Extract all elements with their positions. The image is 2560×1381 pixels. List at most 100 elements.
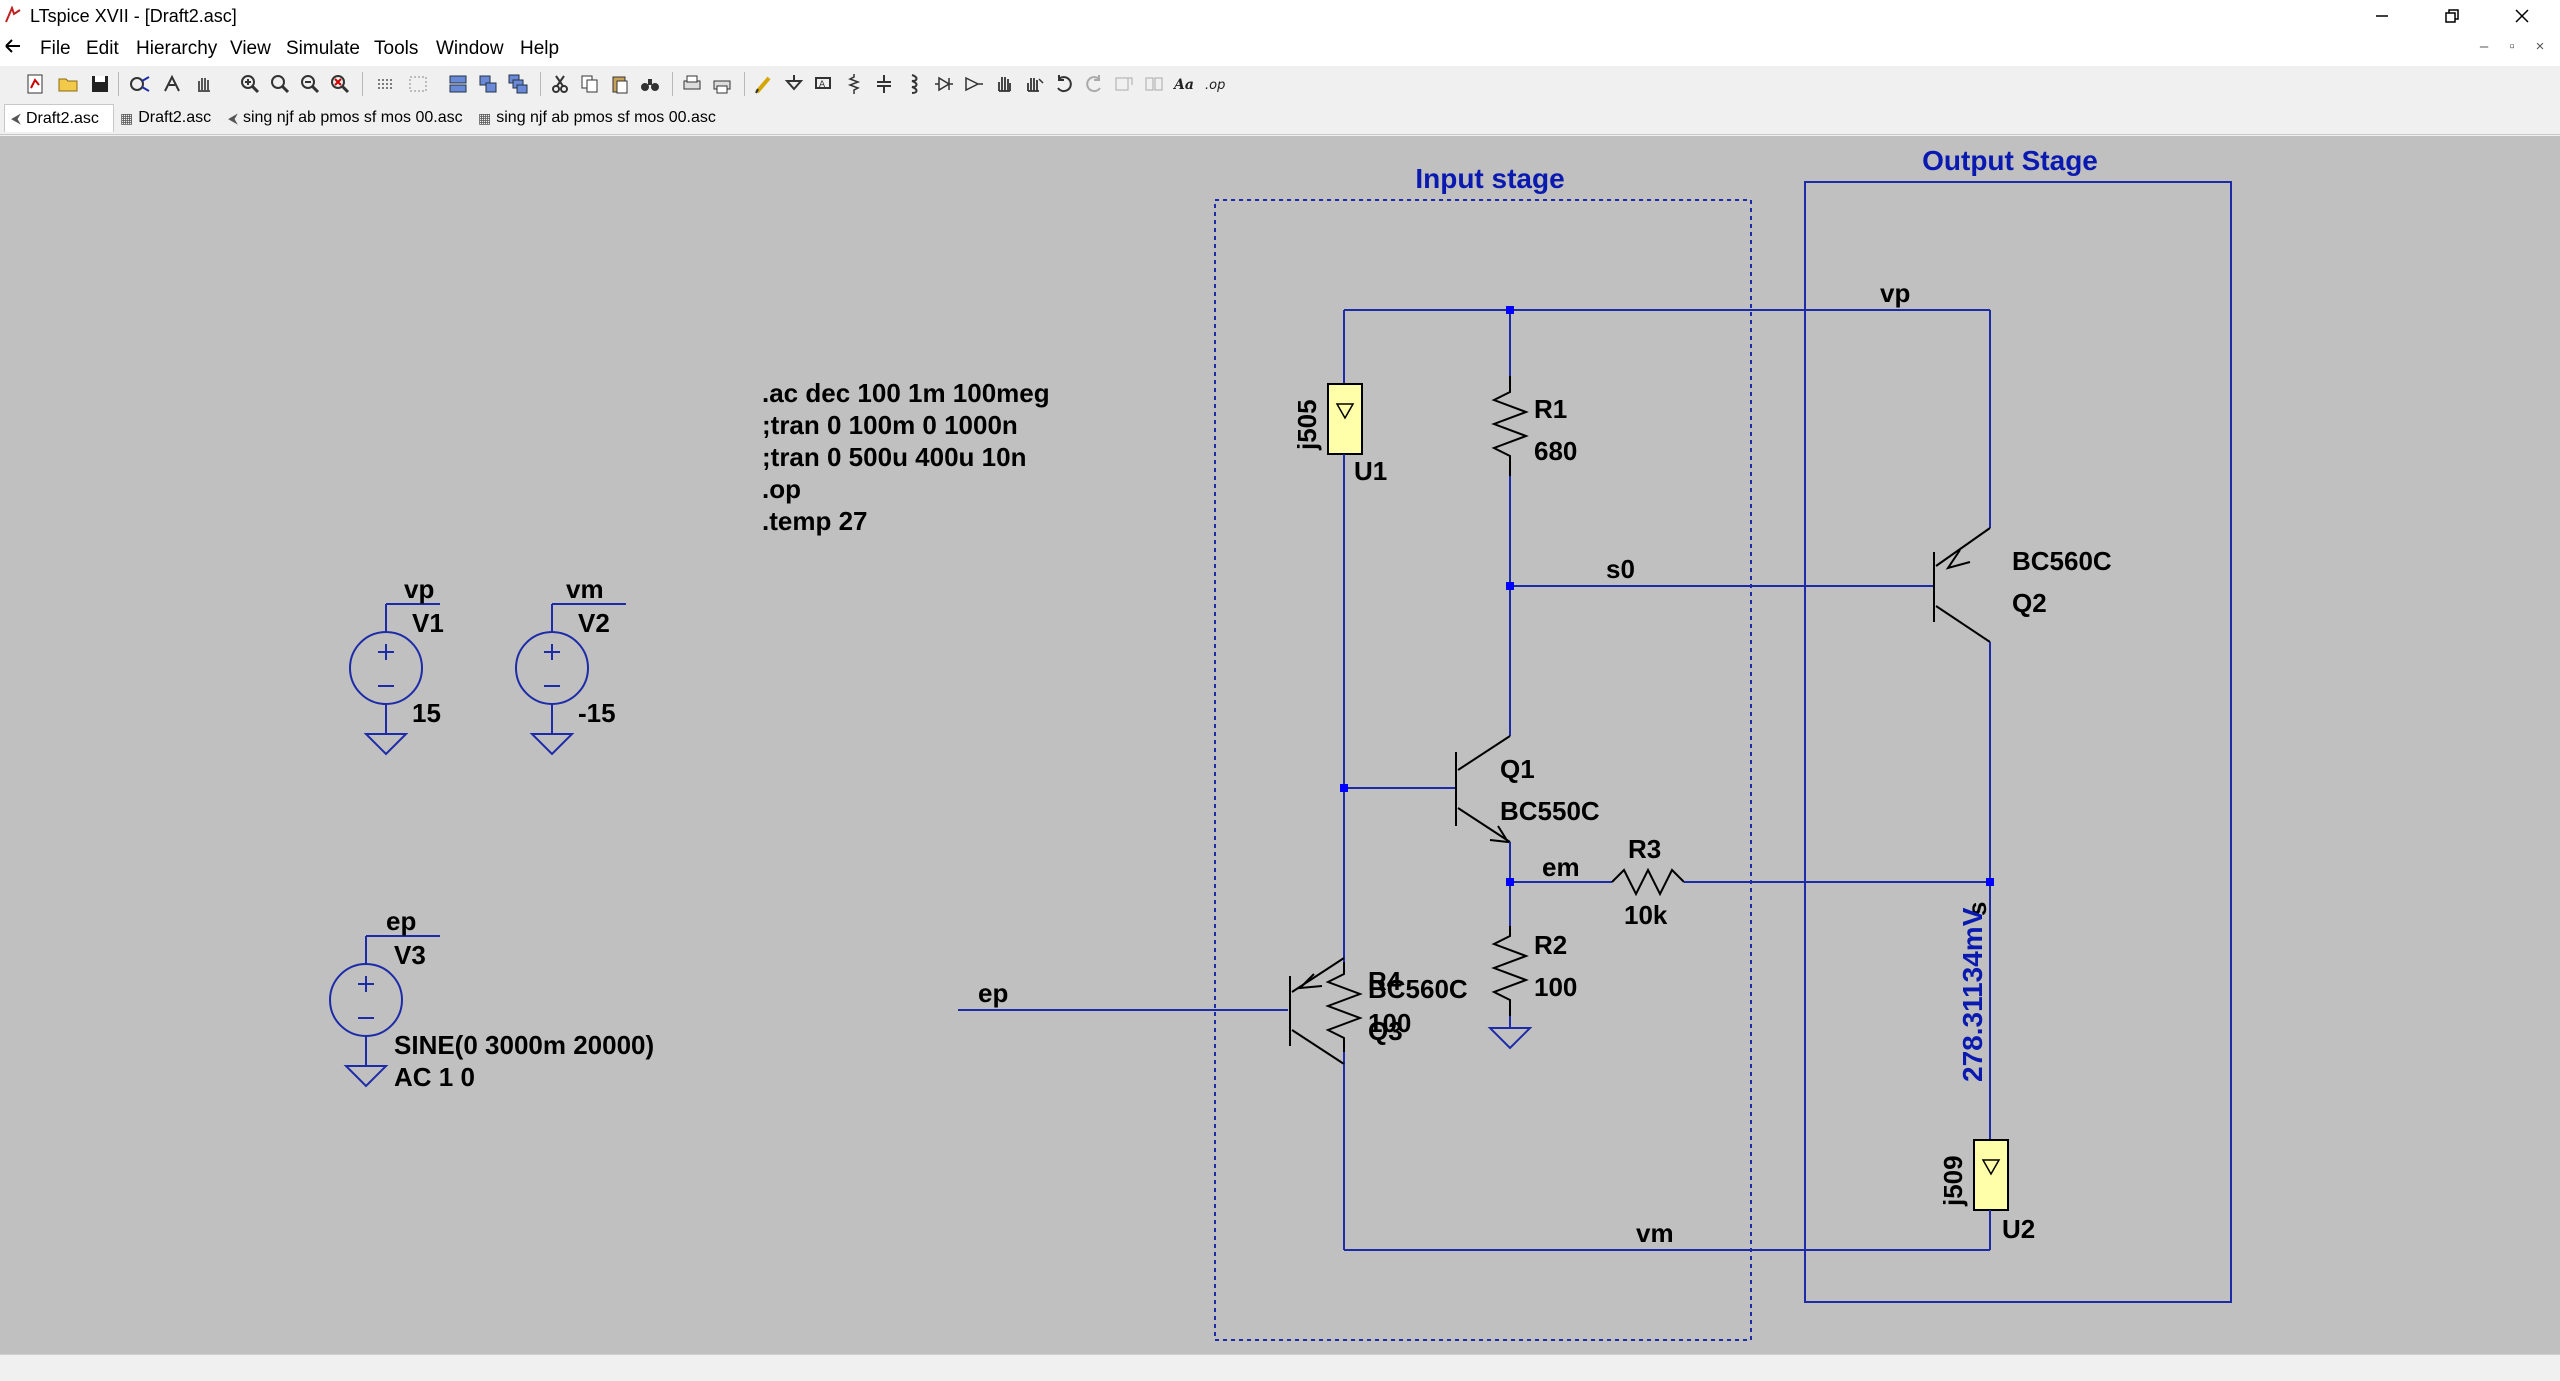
redo-icon[interactable] [1080,70,1108,98]
restore-icon[interactable] [2422,0,2482,32]
resistor-r4[interactable]: R4 100 [1325,788,1411,1096]
draw-wire-icon[interactable] [750,70,778,98]
current-source-u1[interactable]: j505 U1 [1292,383,1387,788]
r2-name: R2 [1534,930,1567,960]
menu-help[interactable]: Help [520,38,560,59]
wire-s0[interactable]: s0 [1510,554,1934,587]
print-setup-icon[interactable] [678,70,706,98]
schematic-canvas[interactable]: Input stage Output Stage .ac dec 100 1m … [0,136,2560,1354]
transistor-q1[interactable]: Q1 BC550C [1344,735,1600,882]
run-icon[interactable] [158,70,186,98]
svg-text:.op: .op [1205,78,1225,93]
menu-edit[interactable]: Edit [86,38,119,59]
directive-ac: .ac dec 100 1m 100meg [762,378,1050,408]
r1-value: 680 [1534,436,1577,466]
mdi-minimize-icon[interactable]: – [2479,38,2489,55]
tab-sing-njf-waveform[interactable]: ▦ sing njf ab pmos sf mos 00.asc [472,104,730,132]
drag-hand-icon[interactable] [1020,70,1048,98]
mdi-restore-icon[interactable]: ▫ [2509,38,2515,55]
tab-draft2-waveform[interactable]: ▦ Draft2.asc [114,104,220,132]
junction-dot [1506,582,1514,590]
ground-icon[interactable] [780,70,808,98]
copy-icon[interactable] [576,70,604,98]
svg-text:Aa: Aa [1173,77,1194,93]
mdi-close-icon[interactable]: × [2535,38,2545,55]
control-panel-icon[interactable] [126,70,154,98]
transistor-q2[interactable]: BC560C Q2 [1933,527,2112,882]
document-system-icon[interactable] [4,36,24,62]
find-binoculars-icon[interactable] [636,70,664,98]
zoom-fit-icon[interactable] [326,70,354,98]
mirror-icon[interactable] [1140,70,1168,98]
menu-hierarchy[interactable]: Hierarchy [136,38,218,59]
ground-icon [363,733,409,756]
toolbar-separator [362,72,363,96]
open-folder-icon[interactable] [54,70,82,98]
net-label-s0: s0 [1606,554,1635,584]
output-stage-label: Output Stage [1922,145,2098,176]
close-icon[interactable] [2492,0,2552,32]
print-icon[interactable] [708,70,736,98]
v3-value: SINE(0 3000m 20000) [394,1030,654,1060]
ground-icon [343,1065,389,1088]
net-label-vm: vm [566,574,604,604]
menu-view[interactable]: View [230,38,271,59]
schematic-drawing: Input stage Output Stage .ac dec 100 1m … [329,145,2232,1341]
toolbar-separator [672,72,673,96]
minimize-icon[interactable] [2352,0,2412,32]
paste-icon[interactable] [606,70,634,98]
wire-vp-rail[interactable]: vp [1343,278,1991,528]
halt-hand-icon[interactable] [190,70,218,98]
menu-simulate[interactable]: Simulate [286,38,360,59]
menu-file[interactable]: File [40,38,71,59]
q2-model: BC560C [2012,546,2112,576]
tab-sing-njf-schematic[interactable]: ⮜ sing njf ab pmos sf mos 00.asc [222,104,472,132]
rotate-icon[interactable] [1110,70,1138,98]
inductor-icon[interactable] [900,70,928,98]
voltage-probe-reading: 278.31134mV [1957,907,1988,1082]
resistor-r3[interactable]: R3 10k [1510,834,1990,930]
undo-icon[interactable] [1050,70,1078,98]
zoom-out-icon[interactable] [296,70,324,98]
resistor-r2[interactable]: R2 100 [1487,882,1577,1050]
cascade-icon[interactable] [504,70,532,98]
spice-directives[interactable]: .ac dec 100 1m 100meg ;tran 0 100m 0 100… [762,378,1050,536]
tab-draft2-schematic[interactable]: ⮜ Draft2.asc [4,104,114,132]
tile-vertical-icon[interactable] [474,70,502,98]
new-schematic-icon[interactable] [22,70,50,98]
net-label-vp-rail: vp [1880,278,1910,308]
schematic-icon: ⮜ [228,109,238,126]
component-icon[interactable] [960,70,988,98]
transistor-q3[interactable]: BC560C Q3 [958,957,1468,1250]
tab-label: Draft2.asc [25,109,99,127]
move-hand-icon[interactable] [990,70,1018,98]
schematic-icon: ⮜ [11,110,21,126]
wire-vm-rail[interactable]: vm [1344,1218,1990,1251]
zoom-in-icon[interactable] [236,70,264,98]
capacitor-icon[interactable] [870,70,898,98]
save-icon[interactable] [86,70,114,98]
cut-icon[interactable] [546,70,574,98]
resistor-r1[interactable]: R1 680 [1491,376,1577,736]
q2-name: Q2 [2012,588,2047,618]
net-label-icon[interactable]: A [810,70,838,98]
toggle-grid-icon[interactable] [372,70,400,98]
u1-model: j505 [1292,399,1322,451]
text-icon[interactable]: Aa [1170,70,1198,98]
menu-tools[interactable]: Tools [374,38,419,59]
directive-tran-2: ;tran 0 500u 400u 10n [762,442,1026,472]
menu-window[interactable]: Window [436,38,504,59]
u2-name: U2 [2002,1214,2035,1244]
voltage-source-v1[interactable]: vp V1 15 [349,574,444,756]
voltage-source-v2[interactable]: vm V2 -15 [515,574,626,756]
pan-icon[interactable] [266,70,294,98]
spice-directive-icon[interactable]: .op [1200,70,1228,98]
current-source-u2[interactable]: j509 U2 [1938,882,2035,1250]
document-tab-bar: ⮜ Draft2.asc ▦ Draft2.asc ⮜ sing njf ab … [0,102,2560,135]
resistor-icon[interactable] [840,70,868,98]
tile-horizontal-icon[interactable] [444,70,472,98]
diode-icon[interactable] [930,70,958,98]
voltage-source-v3[interactable]: ep V3 SINE(0 3000m 20000) AC 1 0 [329,906,654,1092]
v1-value: 15 [412,698,441,728]
marching-waves-icon[interactable] [404,70,432,98]
